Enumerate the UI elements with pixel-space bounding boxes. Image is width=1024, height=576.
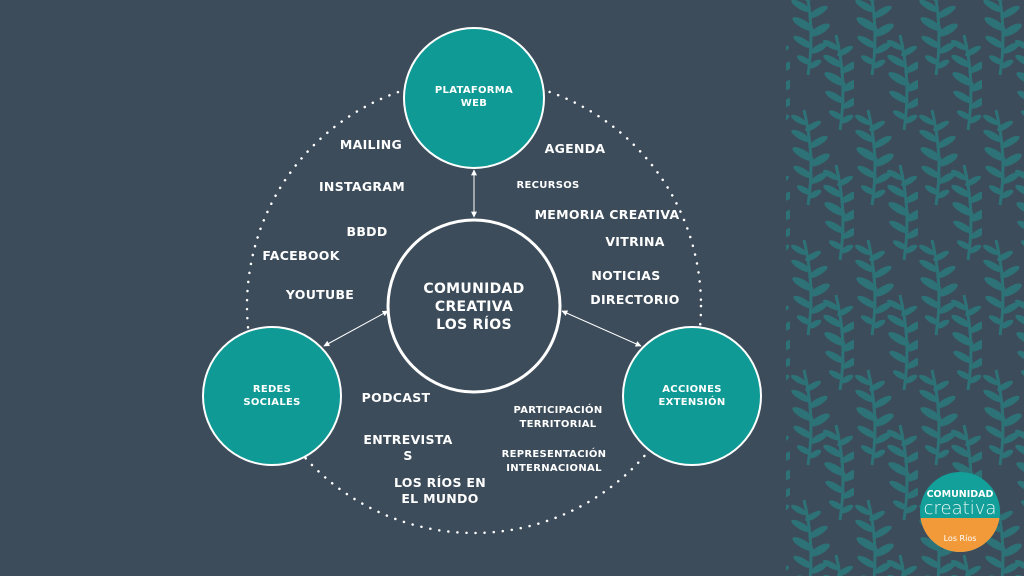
label-memoria-creativa: MEMORIA CREATIVA [534,207,680,222]
label-los-rios-en-el-mundo: LOS RÍOS EN EL MUNDO [394,475,486,507]
arrow-right [561,310,642,347]
left-node-label: REDES SOCIALES [243,383,300,409]
label-instagram: INSTAGRAM [318,179,406,194]
participacion-line-2: TERRITORIAL [519,419,597,430]
left-line-1: REDES [252,384,292,395]
label-vitrina: VITRINA [605,234,665,249]
logo-line-3: Los Ríos [943,534,977,543]
center-line-2: CREATIVA [434,299,514,315]
representacion-line-2: INTERNACIONAL [506,463,602,474]
arrow-left [323,310,389,347]
label-bbdd: BBDD [346,224,388,239]
label-facebook: FACEBOOK [262,248,340,263]
logo-orange-band [920,518,1000,552]
label-agenda: AGENDA [544,141,606,156]
label-participacion-territorial: PARTICIPACIÓN TERRITORIAL [514,404,603,432]
entrevistas-line-2: S [403,448,413,463]
participacion-line-1: PARTICIPACIÓN [513,405,603,416]
right-node-label: ACCIONES EXTENSIÓN [658,383,725,409]
right-node-circle [622,326,762,466]
label-recursos: RECURSOS [516,180,580,191]
right-line-1: ACCIONES [662,384,722,395]
logo-line-2: creativa [923,498,997,519]
label-youtube: YOUTUBE [285,287,355,302]
left-line-2: SOCIALES [243,397,301,408]
center-circle [386,218,562,394]
label-noticias: NOTICIAS [591,268,661,283]
label-representacion-internacional: REPRESENTACIÓN INTERNACIONAL [502,448,607,476]
top-line-1: PLATAFORMA [434,85,514,96]
center-line-3: LOS RÍOS [436,317,512,333]
outer-dotted-ring [245,77,703,535]
representacion-line-1: REPRESENTACIÓN [501,449,607,460]
label-podcast: PODCAST [361,390,431,405]
left-node-circle [202,326,342,466]
comunidad-creativa-logo: COMUNIDAD creativa Los Ríos [920,472,1000,552]
logo-line-1: COMUNIDAD [926,489,994,500]
center-line-1: COMUNIDAD [423,281,525,297]
right-line-2: EXTENSIÓN [658,397,726,408]
top-node-circle [403,27,545,169]
losrios-line-2: EL MUNDO [401,491,479,506]
center-node-label: COMUNIDAD CREATIVA LOS RÍOS [423,280,524,334]
label-entrevistas: ENTREVISTA S [363,432,452,464]
label-directorio: DIRECTORIO [590,292,680,307]
entrevistas-line-1: ENTREVISTA [363,432,453,447]
losrios-line-1: LOS RÍOS EN [393,475,487,490]
label-mailing: MAILING [339,137,403,152]
top-line-2: WEB [460,98,488,109]
top-node-label: PLATAFORMA WEB [435,84,513,110]
